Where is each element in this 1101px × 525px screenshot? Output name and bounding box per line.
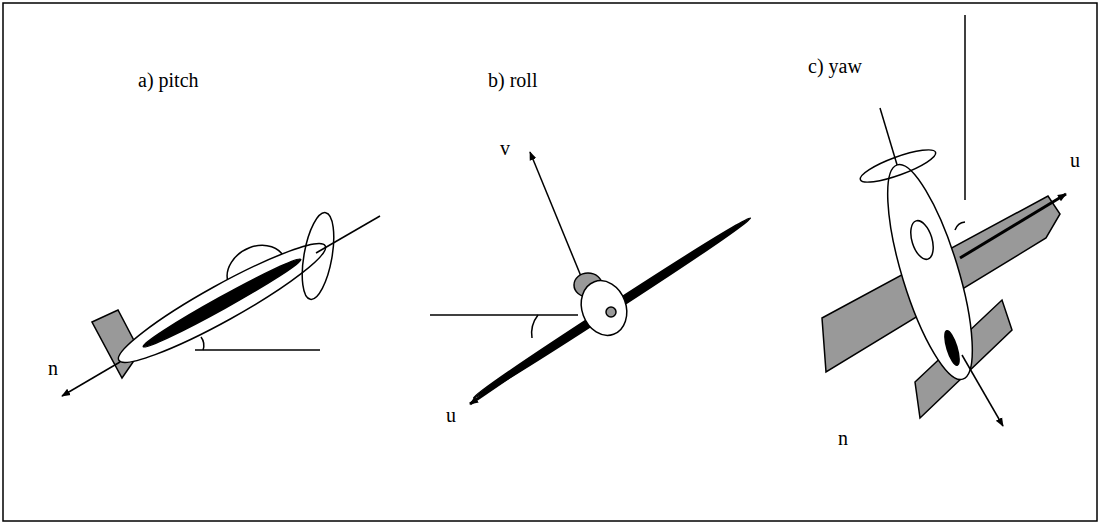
pitch-plane: [62, 210, 380, 396]
roll-plane: [430, 152, 753, 404]
vector-label: v: [500, 138, 510, 158]
panel-title: a) pitch: [138, 70, 199, 90]
frame: [3, 3, 1097, 521]
vector-label: n: [48, 358, 58, 378]
panel-title: b) roll: [488, 70, 537, 90]
vector-label: u: [446, 405, 456, 425]
yaw-plane: [822, 15, 1066, 426]
vector-label: u: [1070, 150, 1080, 170]
vector-label: n: [838, 428, 848, 448]
panel-title: c) yaw: [808, 56, 862, 76]
